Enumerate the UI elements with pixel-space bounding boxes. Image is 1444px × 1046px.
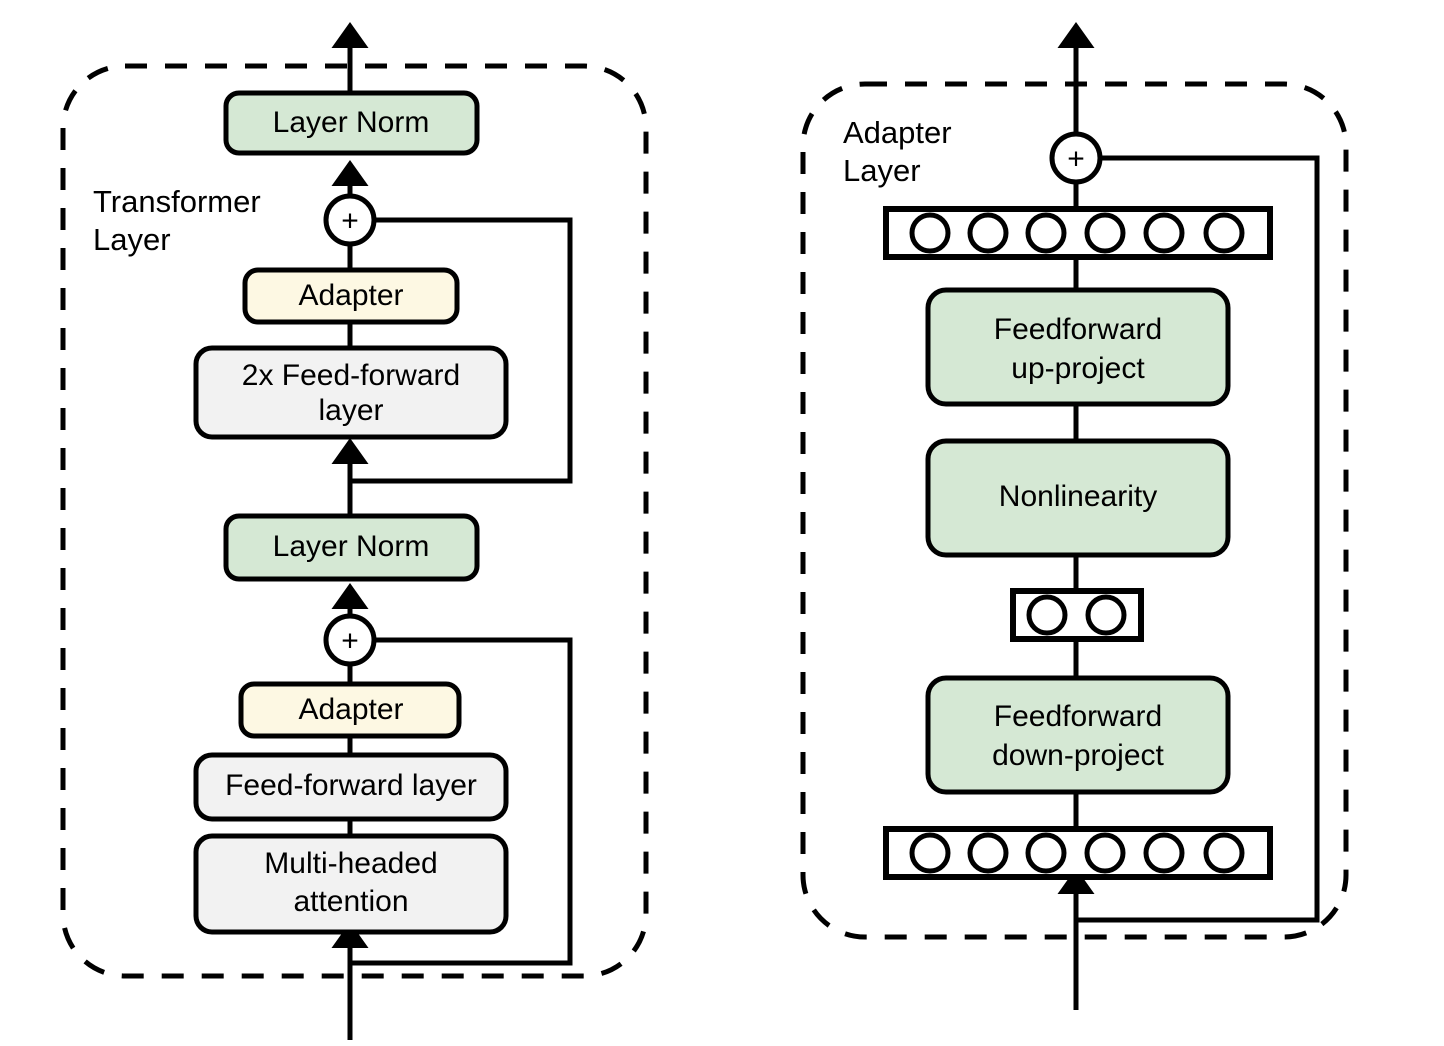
neuron: [1085, 594, 1127, 636]
node-neurons-mid[interactable]: [1010, 588, 1144, 642]
node-feedforward-down-project[interactable]: Feedforward down-project: [925, 675, 1231, 795]
node-feed-forward-layer-shape: [193, 752, 509, 822]
neuron: [1143, 212, 1185, 254]
node-layer-norm-top-shape: [223, 90, 480, 156]
neuron: [1084, 212, 1126, 254]
node-add-bottom-symbol: +: [341, 625, 359, 658]
node-neurons-top[interactable]: [883, 206, 1273, 260]
adapter-layer-caption-line2: Layer: [843, 153, 921, 188]
node-adapter-bottom[interactable]: Adapter: [238, 681, 462, 739]
node-adapter-bottom-shape: [238, 681, 462, 739]
node-add-bottom-circle: [323, 613, 377, 667]
node-nonlinearity-shape: [925, 438, 1231, 558]
node-2x-feed-forward-layer[interactable]: 2x Feed-forward layer: [193, 345, 509, 440]
panel-transformer-layer: Transformer Layer: [60, 22, 649, 1040]
panel-adapter-layer: Adapter Layer: [800, 22, 1349, 1010]
node-multi-headed-attention-shape: [193, 833, 509, 935]
neuron: [1025, 212, 1067, 254]
neuron: [1025, 832, 1067, 874]
node-add-top-circle: [323, 193, 377, 247]
node-neurons-bottom[interactable]: [883, 826, 1273, 880]
adapter-layer-caption-line1: Adapter: [843, 115, 952, 150]
edge-residual-top-skip: [350, 217, 573, 484]
neuron: [909, 212, 951, 254]
edge-adapter-residual-skip: [1076, 155, 1320, 923]
edge-residual-bottom-skip: [350, 637, 573, 966]
node-feed-forward-layer[interactable]: Feed-forward layer: [193, 752, 509, 822]
neuron: [1203, 832, 1245, 874]
transformer-layer-caption-line2: Layer: [93, 222, 171, 257]
node-feedforward-up-project[interactable]: Feedforward up-project: [925, 287, 1231, 407]
node-multi-headed-attention[interactable]: Multi-headed attention: [193, 833, 509, 935]
node-adapter-add[interactable]: +: [1049, 131, 1103, 185]
transformer-layer-caption-line1: Transformer: [93, 184, 261, 219]
node-feedforward-down-project-shape: [925, 675, 1231, 795]
neuron: [909, 832, 951, 874]
node-layer-norm-top[interactable]: Layer Norm: [223, 90, 480, 156]
neuron: [1203, 212, 1245, 254]
node-adapter-add-circle: [1049, 131, 1103, 185]
neuron: [1026, 594, 1068, 636]
neuron: [967, 832, 1009, 874]
neuron: [1143, 832, 1185, 874]
node-layer-norm-mid[interactable]: Layer Norm: [223, 513, 480, 582]
neuron: [1084, 832, 1126, 874]
node-adapter-add-symbol: +: [1067, 143, 1085, 176]
node-feedforward-up-project-shape: [925, 287, 1231, 407]
node-add-bottom[interactable]: +: [323, 613, 377, 667]
node-adapter-top-shape: [242, 267, 460, 325]
node-adapter-top[interactable]: Adapter: [242, 267, 460, 325]
node-add-top-symbol: +: [341, 205, 359, 238]
node-layer-norm-mid-shape: [223, 513, 480, 582]
node-2x-feed-forward-layer-shape: [193, 345, 509, 440]
node-add-top[interactable]: +: [323, 193, 377, 247]
neuron: [967, 212, 1009, 254]
node-nonlinearity[interactable]: Nonlinearity: [925, 438, 1231, 558]
